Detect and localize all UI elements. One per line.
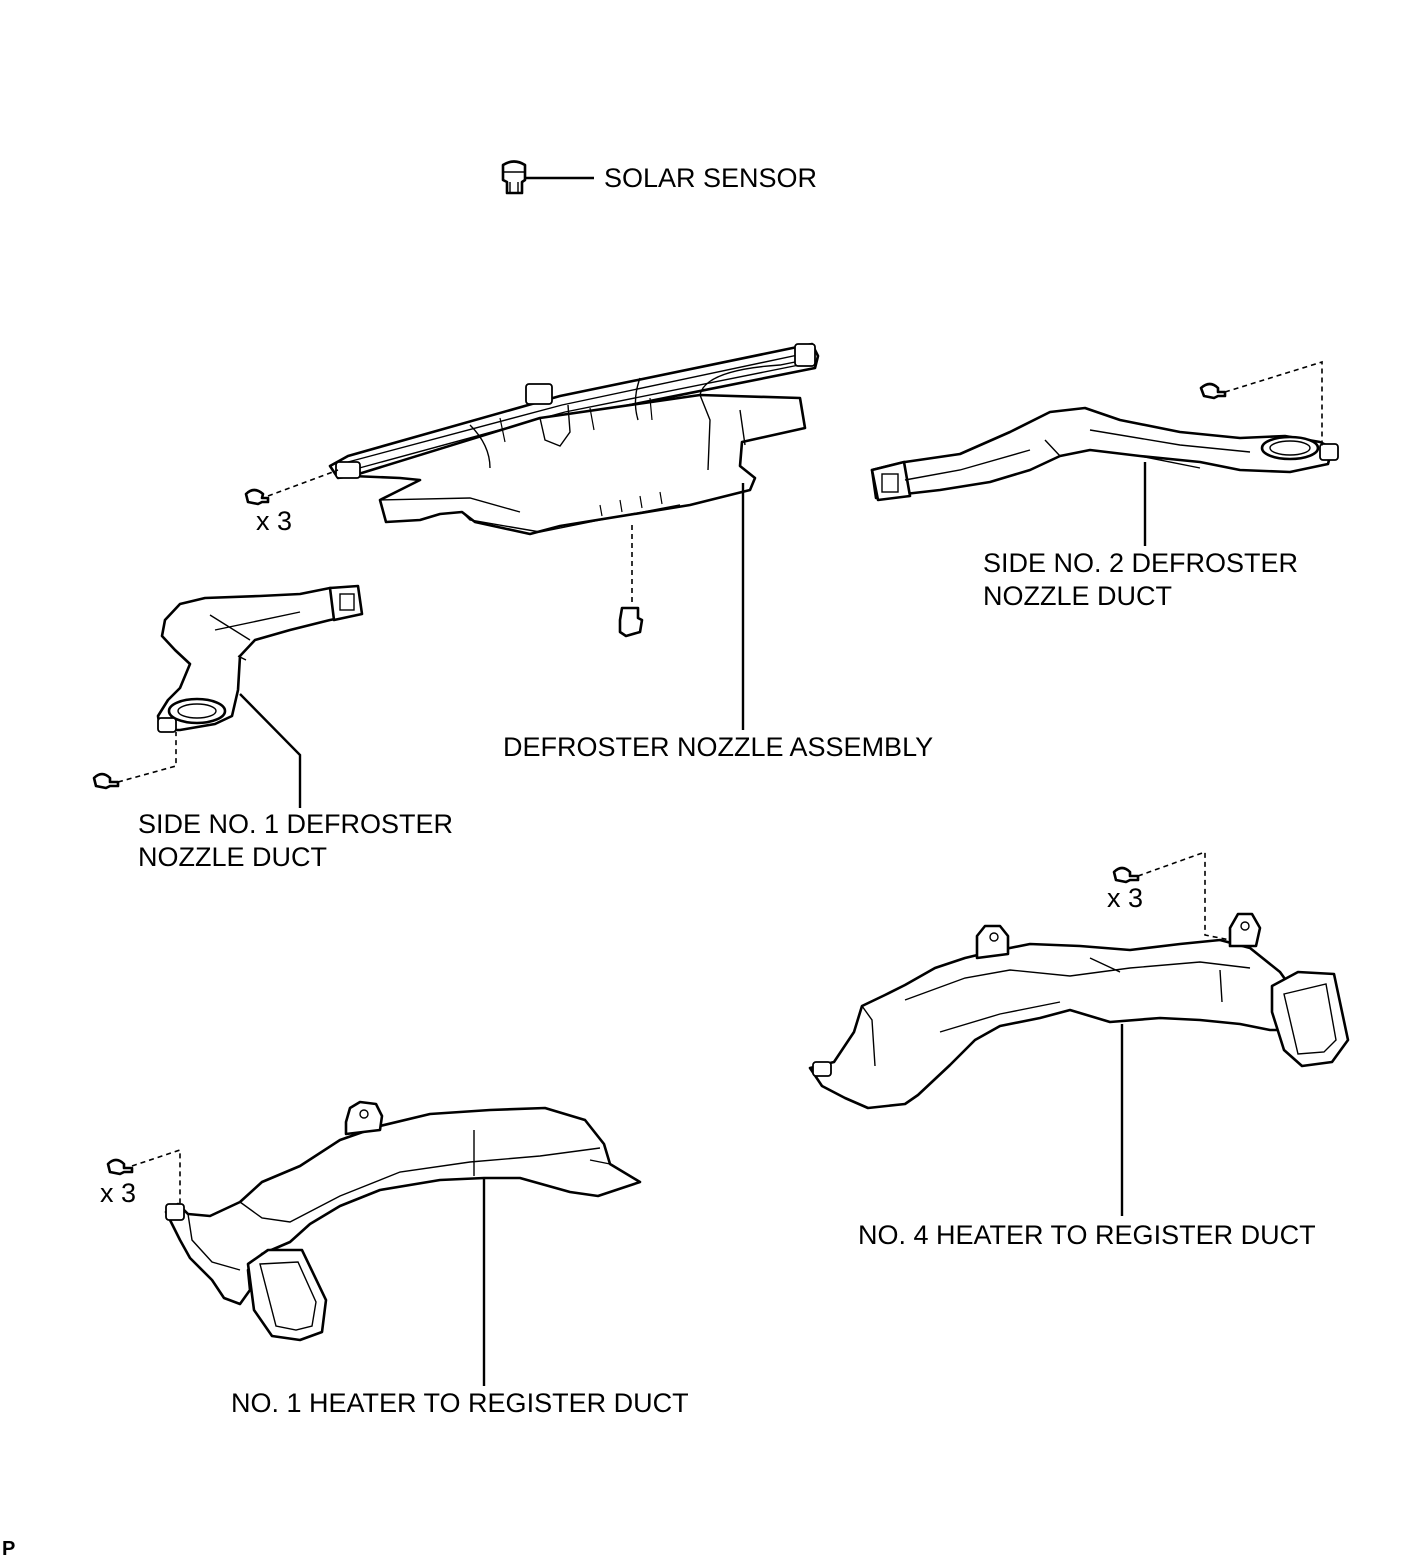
no4-fastener-count: x 3 (1107, 883, 1144, 913)
side-no1-duct-part (92, 584, 364, 808)
no1-heater-duct-part (106, 1100, 642, 1386)
defroster-nozzle-assembly-part (244, 342, 820, 730)
side-no2-duct-part (870, 360, 1339, 546)
nozzle-fastener-count: x 3 (256, 506, 293, 536)
solar-sensor-label: SOLAR SENSOR (604, 163, 818, 193)
no1-duct-label: NO. 1 HEATER TO REGISTER DUCT (231, 1388, 689, 1418)
side-no2-label-line1: SIDE NO. 2 DEFROSTER (983, 548, 1299, 578)
solar-sensor-part (501, 160, 594, 195)
no4-heater-duct-part (808, 850, 1350, 1216)
side-no2-label-line2: NOZZLE DUCT (983, 581, 1172, 611)
corner-mark: P (2, 1538, 16, 1560)
side-no1-label-line2: NOZZLE DUCT (138, 842, 327, 872)
defroster-nozzle-assembly-label: DEFROSTER NOZZLE ASSEMBLY (503, 732, 934, 762)
no4-duct-label: NO. 4 HEATER TO REGISTER DUCT (858, 1220, 1316, 1250)
side-no1-label-line1: SIDE NO. 1 DEFROSTER (138, 809, 454, 839)
no1-fastener-count: x 3 (100, 1178, 137, 1208)
